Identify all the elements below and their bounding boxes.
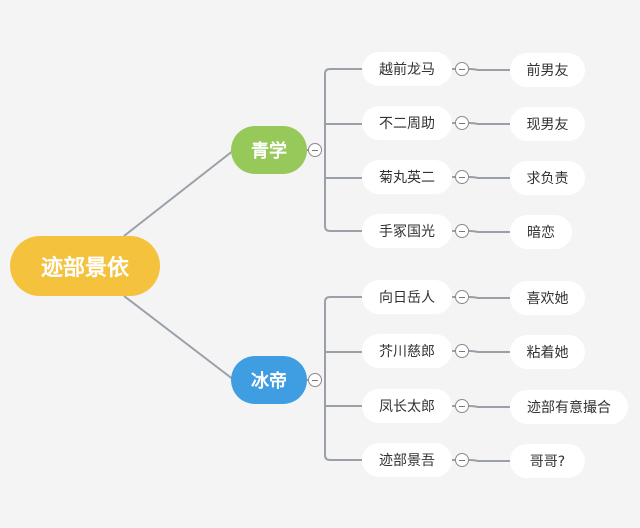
note-likes-her[interactable]: 喜欢她 [510, 281, 585, 315]
branch-qingxue[interactable]: 青学 [231, 126, 307, 174]
collapse-atobe-icon[interactable] [455, 453, 469, 467]
leaf-mukahi-gakuto[interactable]: 向日岳人 [362, 280, 452, 314]
note-current-boyfriend[interactable]: 现男友 [510, 107, 585, 141]
leaf-kikumaru-eiji[interactable]: 菊丸英二 [362, 160, 452, 194]
collapse-qingxue-icon[interactable] [308, 143, 322, 157]
leaf-akutagawa-jiro[interactable]: 芥川慈郎 [362, 334, 452, 368]
collapse-kikumaru-icon[interactable] [455, 170, 469, 184]
connector-root-qingxue [123, 149, 235, 237]
collapse-fuji-icon[interactable] [455, 116, 469, 130]
note-connectors [452, 68, 510, 462]
collapse-bingdi-icon[interactable] [308, 373, 322, 387]
note-ex-boyfriend[interactable]: 前男友 [510, 53, 585, 87]
note-older-brother[interactable]: 哥哥? [510, 444, 585, 478]
leaf-atobe-keigo[interactable]: 迹部景吾 [362, 443, 452, 477]
leaf-fuji-syusuke[interactable]: 不二周助 [362, 106, 452, 140]
note-clings-to-her[interactable]: 粘着她 [510, 335, 585, 369]
root-node[interactable]: 迹部景依 [10, 236, 160, 296]
leaf-ohtori-chotaro[interactable]: 凤长太郎 [362, 389, 452, 423]
leaf-tezuka-kunimitsu[interactable]: 手冢国光 [362, 214, 452, 248]
collapse-mukahi-icon[interactable] [455, 290, 469, 304]
note-atobe-matchmaking[interactable]: 迹部有意撮合 [510, 390, 628, 424]
note-secret-crush[interactable]: 暗恋 [510, 215, 572, 249]
leaf-echizen-ryoma[interactable]: 越前龙马 [362, 52, 452, 86]
collapse-tezuka-icon[interactable] [455, 224, 469, 238]
branch-bingdi[interactable]: 冰帝 [231, 356, 307, 404]
collapse-ohtori-icon[interactable] [455, 399, 469, 413]
collapse-echizen-icon[interactable] [455, 62, 469, 76]
collapse-akutagawa-icon[interactable] [455, 344, 469, 358]
connector-root-bingdi [123, 295, 235, 381]
note-seek-responsibility[interactable]: 求负责 [510, 161, 585, 195]
